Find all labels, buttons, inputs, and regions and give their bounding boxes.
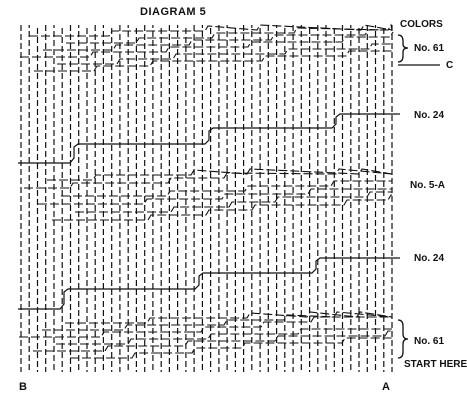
color-label-top-61: No. 61 <box>414 43 444 54</box>
color-label-lower-24: No. 24 <box>414 253 444 264</box>
color-label-start: START HERE <box>404 359 467 370</box>
weft-thread <box>38 188 392 205</box>
color-label-upper-24: No. 24 <box>414 110 444 121</box>
weft-thread <box>52 194 392 221</box>
weft-thread <box>34 50 392 72</box>
colors-heading: COLORS <box>400 19 443 30</box>
weft-thread <box>66 23 393 44</box>
weft-thread <box>24 168 393 189</box>
color-label-5a: No. 5-A <box>410 180 445 191</box>
weft-thread <box>33 330 392 352</box>
weft-thread <box>42 311 393 331</box>
weft-thread <box>47 168 393 181</box>
weft-thread <box>43 29 392 51</box>
brace-bottom <box>397 319 409 359</box>
corner-label-a: A <box>382 381 390 393</box>
weft-thread <box>20 31 394 58</box>
weft-threads <box>18 23 440 359</box>
weft-thread <box>56 328 392 345</box>
weft-thread <box>18 257 400 310</box>
color-label-bottom-61: No. 61 <box>414 336 444 347</box>
diagram-title: DIAGRAM 5 <box>140 6 206 18</box>
weft-thread <box>61 180 392 197</box>
brace-top <box>397 34 409 63</box>
weft-thread <box>18 113 400 164</box>
weft-thread <box>19 316 392 338</box>
weft-thread <box>29 24 393 37</box>
weft-thread <box>70 337 392 359</box>
weft-thread <box>57 43 392 65</box>
weft-thread <box>75 191 392 213</box>
corner-label-b: B <box>19 381 27 393</box>
color-label-c: C <box>446 60 453 71</box>
